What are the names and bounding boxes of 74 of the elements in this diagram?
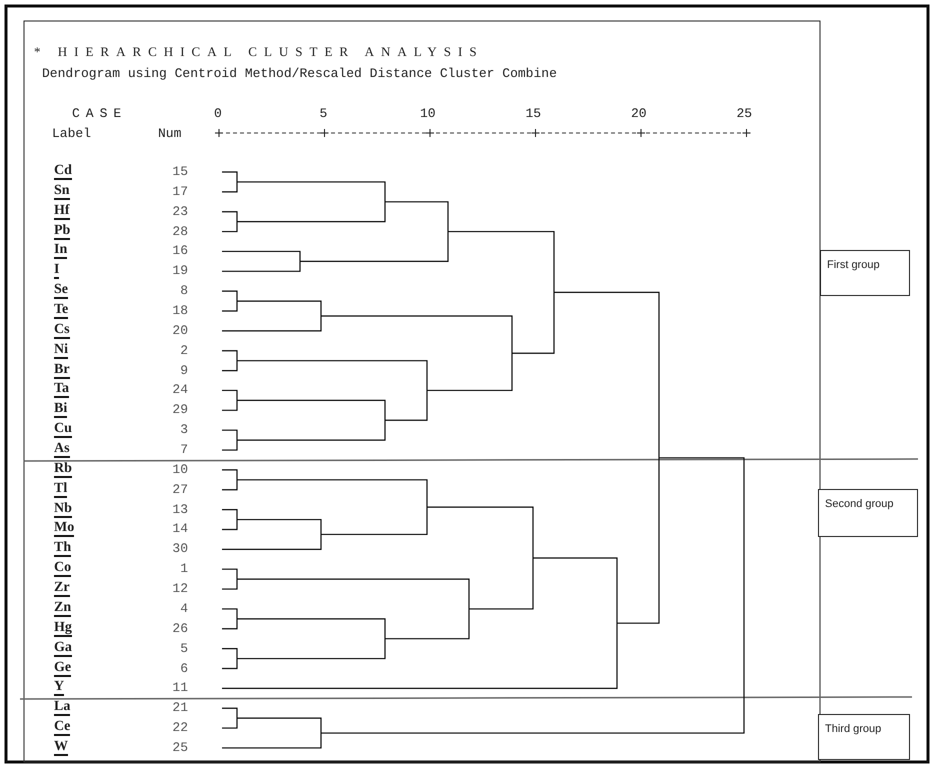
case-label: Pb (54, 222, 70, 240)
case-number: 28 (171, 224, 188, 239)
group-label-box: Third group (818, 714, 910, 760)
case-number: 18 (171, 303, 188, 318)
case-number: 25 (171, 740, 188, 755)
case-label: Cu (54, 421, 72, 438)
case-number: 13 (171, 502, 188, 517)
case-label: I (54, 262, 60, 280)
axis-tick-label: 5 (320, 106, 328, 121)
case-label: Te (54, 302, 68, 320)
case-number: 16 (171, 243, 188, 258)
case-number: 14 (171, 521, 188, 536)
case-number: 19 (171, 263, 188, 278)
case-number: 9 (179, 362, 188, 378)
case-label: Ce (54, 719, 70, 736)
subtitle: Dendrogram using Centroid Method/Rescaled Distance Cluster Combine (42, 66, 557, 81)
case-number: 26 (171, 620, 188, 636)
case-number: 29 (171, 402, 188, 418)
case-label: Hg (54, 620, 72, 637)
case-number: 6 (179, 660, 188, 676)
case-label: La (54, 699, 70, 716)
case-number: 10 (171, 462, 188, 477)
case-label: Y (54, 679, 64, 696)
case-number: 11 (171, 680, 188, 696)
axis-tick-label: 25 (736, 106, 752, 121)
group-label-box: First group (820, 250, 910, 296)
case-number: 3 (179, 422, 188, 438)
case-label: Co (54, 560, 72, 578)
case-number: 8 (179, 283, 188, 298)
case-label: Rb (54, 460, 72, 478)
case-label: Br (54, 362, 70, 379)
case-label: W (54, 738, 68, 756)
case-number: 17 (171, 184, 188, 199)
case-number: 5 (179, 640, 188, 656)
axis-tick-label: 20 (631, 106, 647, 121)
case-number: 21 (171, 700, 188, 716)
case-number: 24 (171, 382, 188, 398)
case-number: 4 (179, 600, 188, 616)
case-number: 30 (171, 541, 188, 556)
case-label: Ta (54, 381, 70, 398)
column-header: Label (52, 126, 92, 141)
case-label: Nb (54, 500, 72, 518)
case-number: 20 (171, 322, 188, 338)
column-header: CASE (72, 106, 128, 121)
case-label: Bi (54, 401, 68, 418)
case-label: Th (54, 540, 72, 558)
case-label: Mo (54, 520, 74, 538)
case-number: 1 (179, 561, 188, 576)
case-number: 23 (171, 204, 188, 219)
case-label: Ga (54, 640, 72, 657)
case-label: Sn (54, 182, 70, 200)
case-label: Tl (54, 480, 68, 498)
case-label: In (54, 242, 68, 260)
case-number: 7 (179, 442, 188, 458)
case-label: Ni (54, 342, 68, 359)
case-number: 27 (171, 482, 188, 497)
axis-tick-label: 15 (526, 106, 542, 121)
case-label: Zr (54, 580, 70, 598)
case-label: Se (54, 282, 68, 300)
case-label: Zn (54, 600, 72, 617)
case-label: Hf (54, 202, 70, 220)
case-label: Ge (54, 660, 72, 676)
axis-tick-label: 10 (420, 106, 436, 121)
case-number: 15 (171, 164, 188, 179)
axis-tick-label: 0 (214, 106, 222, 121)
title: * HIERARCHICAL CLUSTER ANALYSIS (34, 44, 484, 59)
group-label-box: Second group (818, 489, 918, 537)
case-label: Cd (54, 163, 72, 180)
case-label: Cs (54, 322, 70, 339)
case-number: 12 (171, 581, 188, 596)
column-header: Num (158, 126, 182, 141)
case-label: As (54, 441, 70, 458)
case-number: 22 (171, 720, 188, 736)
case-number: 2 (179, 342, 188, 358)
